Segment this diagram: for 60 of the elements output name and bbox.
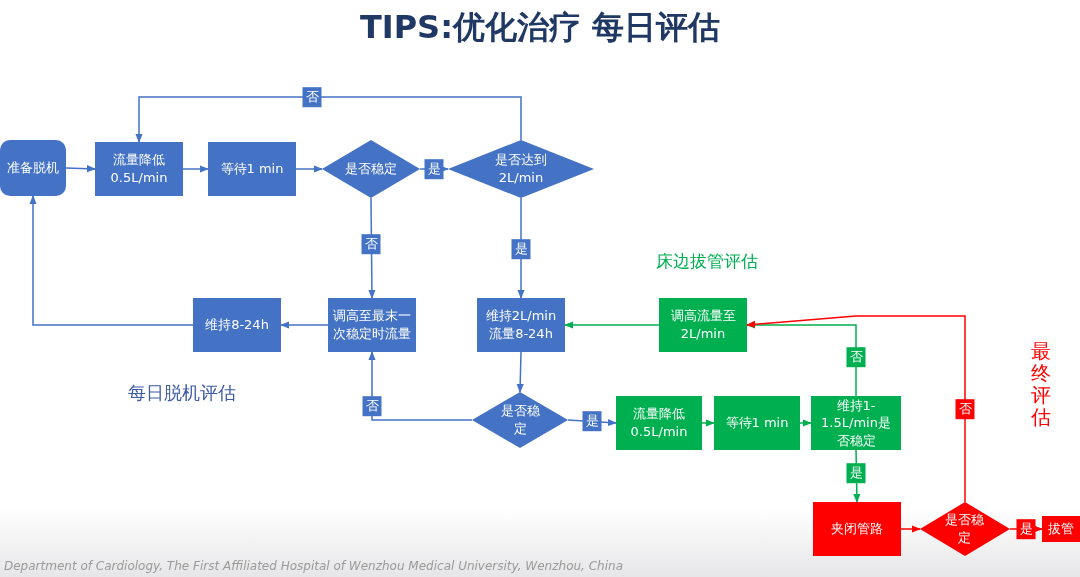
step-text: 准备脱机 <box>7 159 59 177</box>
edge-label: 否 <box>955 399 975 419</box>
process-box <box>208 142 296 196</box>
edge-label: 否 <box>846 347 866 367</box>
edge-label: 是 <box>511 239 531 259</box>
arrow <box>516 351 524 393</box>
process-box <box>95 142 183 196</box>
step-text: 流量降低 0.5L/min <box>629 405 689 441</box>
decision-diamond <box>322 140 420 198</box>
start-box <box>0 140 66 196</box>
arrow <box>29 195 194 326</box>
step-text: 调高流量至 2L/min <box>669 307 737 343</box>
arrow <box>368 351 473 421</box>
section-label: 最终评估 <box>1031 340 1051 428</box>
process-box <box>813 502 901 556</box>
step-text: 是否稳定 <box>499 402 541 438</box>
arrow <box>799 419 812 427</box>
process-box <box>193 298 281 352</box>
arrow <box>564 321 660 329</box>
process-box <box>811 396 901 450</box>
decision-diamond <box>472 392 568 448</box>
footer-text: Department of Cardiology, The First Affiliated Hospital of Wenzhou Medical University, Wenzhou, China <box>4 559 623 573</box>
edge-label: 是 <box>582 411 602 431</box>
step-text: 是否稳定 <box>345 160 397 178</box>
edge-label: 否 <box>302 87 322 107</box>
arrow <box>295 165 323 173</box>
arrow <box>280 321 329 329</box>
process-box <box>714 396 800 450</box>
arrow <box>701 419 715 427</box>
step-text: 等待1 min <box>220 160 284 178</box>
process-box <box>1042 516 1080 542</box>
section-label: 每日脱机评估 <box>128 381 236 405</box>
step-text: 是否稳定 <box>944 511 986 547</box>
step-text: 拔管 <box>1048 520 1074 538</box>
decision-diamond <box>448 140 594 198</box>
process-box <box>328 298 416 352</box>
edge-label: 否 <box>362 396 382 416</box>
step-text: 调高至最末一次稳定时流量 <box>332 307 412 343</box>
step-text: 维持2L/min 流量8-24h <box>484 307 558 343</box>
arrow <box>746 315 966 503</box>
process-box <box>659 298 747 352</box>
process-box <box>477 298 565 352</box>
slide-title: TIPS:优化治疗 每日评估 <box>358 7 722 48</box>
step-text: 维持1-1.5L/min是否稳定 <box>820 396 892 450</box>
process-box <box>616 396 702 450</box>
step-text: 维持8-24h <box>205 316 269 334</box>
arrow <box>135 96 522 143</box>
edge-label: 是 <box>846 463 866 483</box>
step-text: 夹闭管路 <box>831 520 883 538</box>
section-label: 床边拔管评估 <box>656 250 758 273</box>
edge-label: 是 <box>424 159 444 179</box>
step-text: 等待1 min <box>725 414 789 432</box>
step-text: 流量降低 0.5L/min <box>109 151 169 187</box>
decision-diamond <box>920 502 1010 556</box>
arrow <box>182 165 209 173</box>
edge-label: 是 <box>1016 519 1036 539</box>
arrow <box>900 525 921 533</box>
step-text: 是否达到 2L/min <box>494 151 548 187</box>
arrow <box>65 165 96 173</box>
edge-label: 否 <box>361 234 381 254</box>
